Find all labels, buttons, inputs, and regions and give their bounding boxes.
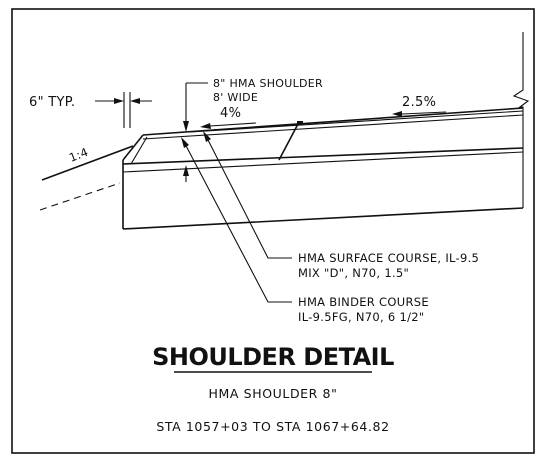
break-line (512, 32, 530, 208)
binder-bottom-line (122, 147, 524, 165)
pavement-slope-label: 2.5% (402, 95, 436, 110)
binder-leader-arrow (181, 137, 189, 148)
shoulder-label-line2: 8' WIDE (213, 91, 258, 104)
dim-arrow-left (114, 98, 124, 104)
shoulder-edge-inner (130, 136, 148, 165)
foreslope-line (41, 145, 134, 181)
shoulder-dim-arrow-bottom (183, 165, 189, 176)
surface-leader (204, 133, 292, 259)
shoulder-dim-arrow-top (183, 121, 189, 132)
shoulder-edge (122, 134, 144, 161)
detail-title: SHOULDER DETAIL (152, 343, 394, 371)
shoulder-slope-arrow-line (209, 122, 257, 127)
pavement-joint (278, 123, 299, 161)
layer-line (122, 151, 524, 173)
dim-arrow-right (130, 98, 140, 104)
surface-label-line1: HMA SURFACE COURSE, IL-9.5 (298, 251, 479, 265)
detail-subtitle: HMA SHOULDER 8" (209, 386, 338, 401)
binder-label-line1: HMA BINDER COURSE (298, 295, 429, 309)
sheet-border (11, 8, 535, 454)
binder-label-line2: IL-9.5FG, N70, 6 1/2" (298, 310, 425, 324)
foreslope-dashed (39, 182, 121, 211)
shoulder-slope-label: 4% (220, 106, 241, 121)
pavement-slope-arrow-line (401, 111, 447, 115)
surface-leader-arrow (203, 131, 211, 142)
surface-label-line2: MIX "D", N70, 1.5" (298, 266, 409, 280)
shoulder-label-line1: 8" HMA SHOULDER (213, 77, 323, 90)
joint-marker (297, 121, 303, 124)
pavement-slope-arrowhead (392, 111, 402, 117)
station-range: STA 1057+03 TO STA 1067+64.82 (156, 419, 389, 434)
surface-mid-line (189, 110, 524, 133)
binder-leader (182, 139, 292, 303)
typ-label: 6" TYP. (29, 95, 75, 110)
subbase-bottom-line (122, 207, 524, 230)
side-slope-label: 1:4 (67, 145, 90, 165)
shoulder-slope-arrowhead (200, 123, 211, 129)
